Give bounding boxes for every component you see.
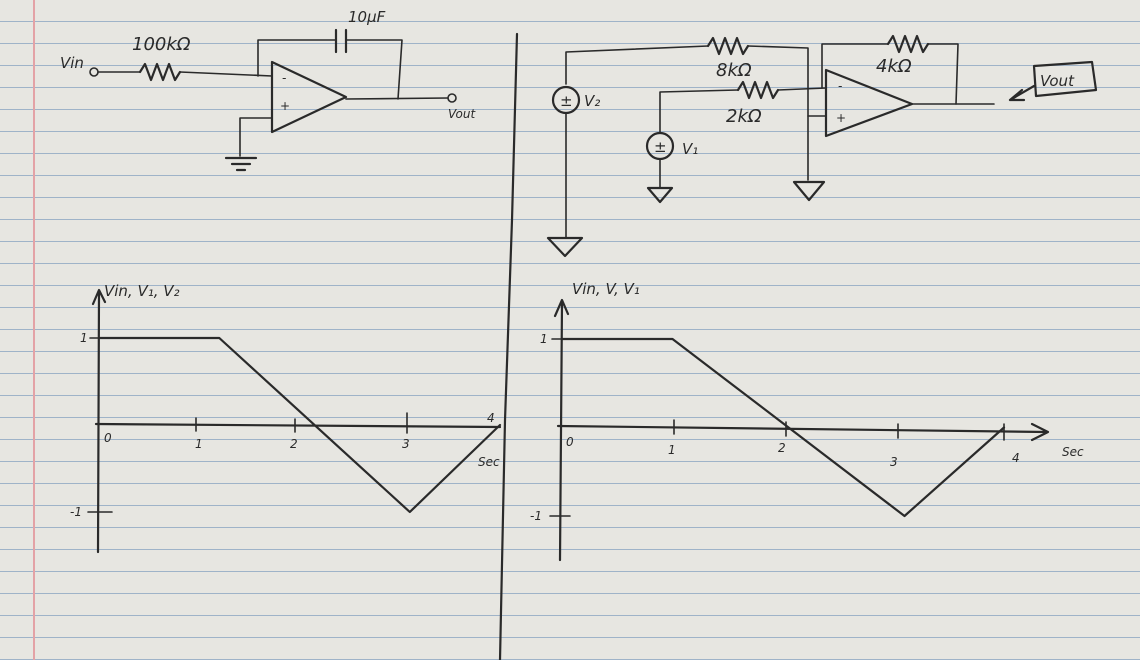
x-tick-3: 3 [890,455,898,469]
ground-icon [224,156,258,172]
ground-icon [646,186,674,204]
output-label: Vout [448,107,476,121]
resistor-8k [706,36,750,56]
v2-top-wire [565,45,709,85]
x-tick-2: 2 [290,437,298,451]
v2-to-plus-wire [747,45,827,117]
source-v1-symbol: ± [654,138,667,156]
resistor-2k [736,80,780,100]
x-axis [556,422,1050,442]
y-tick-minus-1: -1 [70,505,82,519]
output-box [1032,60,1098,98]
output-label: Vout [1040,72,1075,90]
ground-icon [546,236,584,258]
source-v2-symbol: ± [560,92,573,110]
opamp-right [824,68,914,138]
output-wire [345,97,449,100]
feedback-wire-right [927,43,959,105]
input-label: Vin [60,54,84,72]
x-tick-2: 2 [778,441,786,455]
x-tick-0: 0 [566,435,574,449]
ground-icon [792,180,826,202]
x-tick-0: 0 [104,431,112,445]
x-axis-label: Sec [1062,445,1084,459]
difference-amplifier-circuit: ± V₂ 8kΩ ± V₁ 2kΩ 4kΩ - + Vout [546,34,1098,258]
resistor-2k-label: 2kΩ [726,106,762,127]
output-arrow-icon [1008,84,1036,102]
feedback-wire-left [257,39,337,77]
feedback-wire-left [821,43,889,89]
y-tick-minus-1: -1 [530,509,542,523]
v1-top-wire [659,89,739,134]
output-terminal [447,93,457,103]
capacitor-label: 10μF [348,8,386,26]
opamp-right-plus: + [836,111,846,125]
y-tick-1: 1 [80,331,88,345]
v1-to-minus-wire [777,87,827,91]
input-terminal [89,67,99,77]
x-axis-label: Sec [478,455,500,469]
waveform-series-line [97,336,502,514]
x-tick-1: 1 [668,443,676,457]
source-v2-label: V₂ [584,92,600,110]
resistor-8k-label: 8kΩ [716,60,752,81]
y-axis [553,298,570,562]
y-tick-1: 1 [540,332,548,346]
x-tick-3: 3 [402,437,410,451]
y-axis-label: Vin, V₁, V₂ [104,282,180,300]
y-axis [91,288,107,554]
waveform-plot-right: Vin, V, V₁ Sec 0 1 2 3 4 1 -1 [530,280,1084,562]
x-tick-1: 1 [195,437,203,451]
x-tick-4: 4 [1012,451,1020,465]
source-v1-label: V₁ [682,140,698,158]
opamp-left-plus: + [280,99,290,113]
noninverting-ground-wire [239,117,273,157]
waveform-series-line [560,337,1006,518]
opamp-left-minus: - [282,71,286,85]
resistor-100k [138,62,182,82]
resistor-100k-label: 100kΩ [132,34,191,55]
x-axis [94,422,502,429]
page-divider-line [498,32,519,660]
capacitor-10uF [334,28,348,54]
integrator-circuit: Vin 100kΩ 10μF - + Vout [60,8,476,172]
inverting-input-wire [179,71,273,77]
x-tick-marks [673,419,1005,441]
opamp-right-minus: - [838,79,842,93]
opamp-left [270,60,348,134]
feedback-wire-right [345,39,403,100]
resistor-4k [886,34,930,54]
waveform-plot-left: Vin, V₁, V₂ Sec 0 1 2 3 4 1 -1 [70,282,502,554]
y-axis-label: Vin, V, V₁ [572,280,640,298]
resistor-4k-label: 4kΩ [876,56,912,77]
x-tick-marks [195,412,408,434]
x-tick-4: 4 [487,411,495,425]
